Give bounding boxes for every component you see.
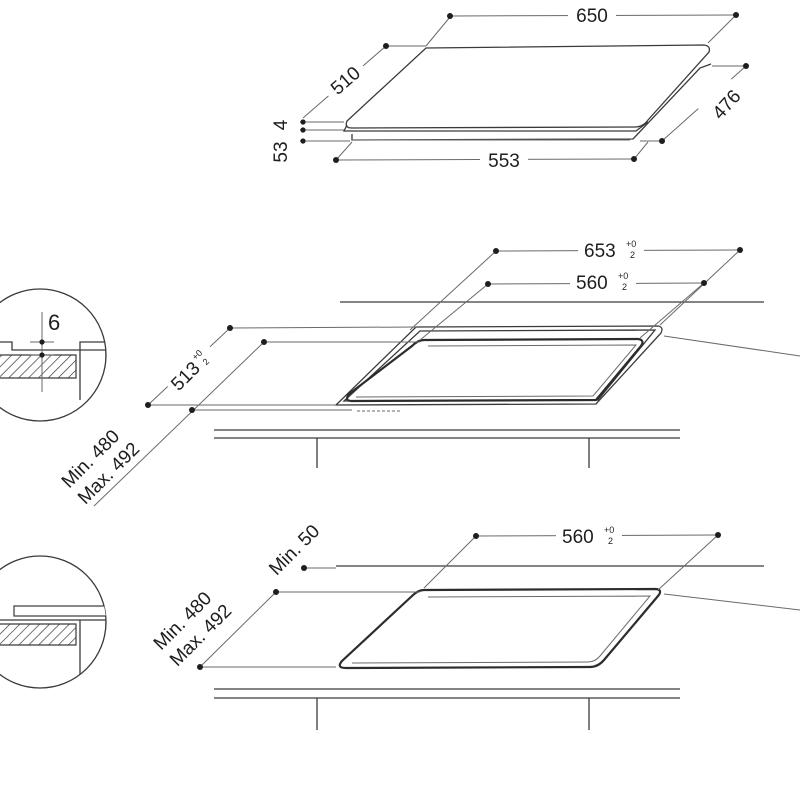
dim-dot	[743, 63, 749, 69]
tol-plus-560: +0	[618, 271, 628, 281]
ext-line-513-top	[229, 326, 417, 329]
dim-dot	[227, 325, 233, 331]
dim-dot	[737, 247, 743, 253]
hob-body-outline	[351, 63, 712, 141]
detail-circle-flush	[0, 555, 107, 689]
dim-label-4: 4	[271, 119, 292, 130]
dim-dot	[300, 127, 306, 133]
cutout-inner-edge-2	[351, 595, 652, 664]
dim-dot	[300, 119, 306, 125]
cutout-inner-outline	[345, 337, 644, 403]
label-bg	[570, 270, 636, 296]
tol-minus-653: 2	[630, 250, 635, 260]
dim-dot	[261, 339, 267, 345]
label-bg	[480, 148, 528, 172]
dim-dot	[145, 402, 151, 408]
ext-line-650-left	[425, 16, 451, 47]
label-bg	[578, 238, 644, 264]
tol-plus-560-b: +0	[604, 525, 614, 535]
detail-worktop-hatch	[0, 354, 77, 379]
ext-line-560-right	[639, 282, 705, 339]
dim-dot	[189, 407, 195, 413]
dim-dot	[300, 138, 306, 144]
ext-line-560-b-left	[423, 535, 477, 589]
label-bg	[696, 74, 752, 130]
dim-line-480-492	[93, 341, 265, 507]
dim-dot	[473, 533, 479, 539]
detail-side	[79, 349, 106, 420]
dim-dot	[197, 664, 203, 670]
dim-dot	[659, 138, 665, 144]
detail-circle-recessed: 6	[0, 288, 107, 422]
dim-dot	[301, 565, 307, 571]
recess-outer-outline	[334, 325, 663, 406]
cutout-inner-edge	[355, 344, 638, 398]
detail-glass	[13, 605, 106, 617]
dim-dot	[485, 281, 491, 287]
detail-worktop-hatch-2	[0, 623, 77, 646]
flush-view: 560 +0 2 Min. 50 Min. 480 Max. 492	[143, 509, 800, 730]
dim-dot	[333, 157, 339, 163]
leader-line	[663, 335, 800, 357]
ext-line-560-b-right	[657, 534, 719, 591]
dim-label-553: 553	[488, 151, 520, 172]
dim-dot	[383, 43, 389, 49]
dim-dot	[733, 12, 739, 18]
dim-dot	[447, 13, 453, 19]
top-view-hob: 650 510 4 53 476 553	[271, 4, 752, 172]
dim-label-53: 53	[271, 141, 292, 162]
detail-profile	[0, 341, 106, 351]
dim-dot	[39, 352, 45, 358]
dim-label-560: 560	[576, 273, 608, 294]
dim-dot	[715, 532, 721, 538]
ext-line-560-left	[419, 283, 489, 341]
detail-side-2	[0, 619, 106, 688]
ext-line-650-right	[707, 15, 736, 44]
cutout-outline-2	[338, 587, 662, 670]
ext-line-653-left	[409, 250, 497, 331]
label-bg	[51, 406, 159, 514]
ext-line-553-left	[335, 141, 353, 161]
ext-line-553-right	[633, 141, 649, 160]
detail-label-6: 6	[48, 310, 60, 335]
detail-circle-outline-2	[0, 555, 107, 689]
hob-glass-edge	[342, 121, 649, 132]
cutout-view: 653 +0 2 560 +0 2 513 +0 2 Mi	[51, 238, 800, 514]
label-bg	[143, 566, 253, 676]
dim-dot	[701, 280, 707, 286]
tol-minus-513: 2	[201, 356, 212, 367]
label-bg	[568, 4, 616, 28]
tol-minus-560-b: 2	[608, 536, 613, 546]
label-bg	[160, 338, 220, 398]
dim-label-560-b: 560	[562, 527, 594, 548]
dim-label-650: 650	[576, 6, 608, 27]
leader-line-2	[663, 593, 800, 611]
label-bg	[314, 49, 375, 109]
tol-minus-560: 2	[622, 282, 627, 292]
dim-dot	[631, 156, 637, 162]
tol-plus-653: +0	[626, 239, 636, 249]
ext-line-653-right	[659, 249, 741, 326]
label-bg	[556, 524, 622, 550]
label-bg	[258, 509, 333, 583]
dim-dot	[273, 589, 279, 595]
dim-dot	[39, 339, 45, 345]
dim-dot	[493, 248, 499, 254]
dim-line-480-492-b	[199, 591, 277, 668]
dim-label-653: 653	[584, 241, 616, 262]
